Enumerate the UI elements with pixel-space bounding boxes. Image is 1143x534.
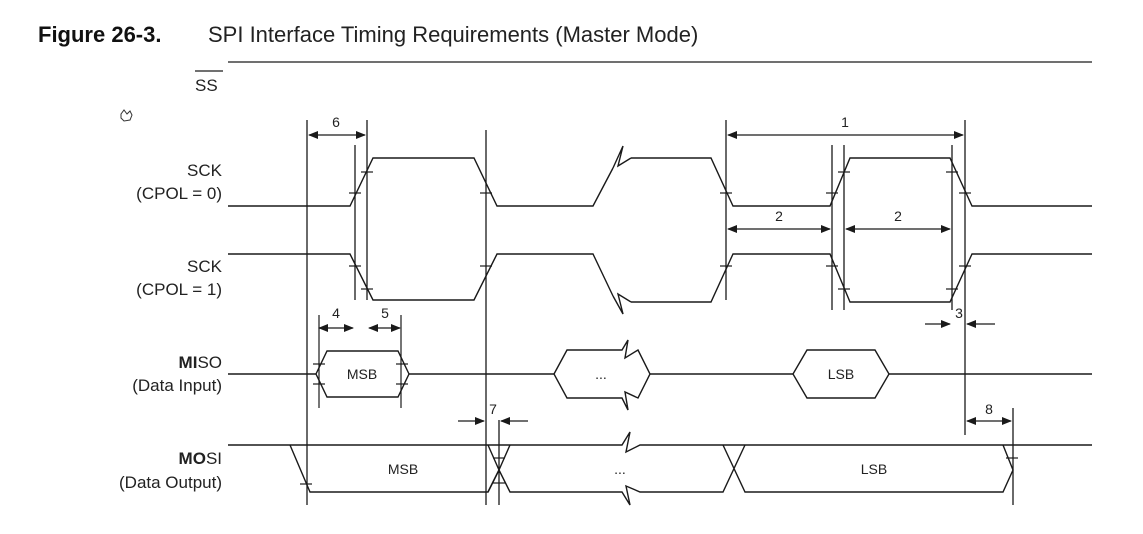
hand-cursor-icon — [120, 109, 133, 122]
sck-cpol1-break — [612, 292, 632, 315]
param-7-label: 7 — [489, 401, 497, 417]
param-2a-label: 2 — [775, 208, 783, 224]
mosi-name: MOSI — [179, 449, 222, 468]
miso-desc: (Data Input) — [132, 376, 222, 395]
miso-name-bold: MI — [179, 353, 198, 372]
mosi-desc: (Data Output) — [119, 473, 222, 492]
param-4-label: 4 — [332, 305, 340, 321]
miso-mid-label: ... — [595, 366, 607, 382]
param-6-label: 6 — [332, 114, 340, 130]
sck-cpol1-waveform — [228, 253, 1092, 303]
miso-name: MISO — [179, 353, 222, 372]
param-2b-label: 2 — [894, 208, 902, 224]
sck-cpol0-break — [612, 145, 632, 169]
miso-name-rest: SO — [197, 353, 222, 372]
mosi-waveform-top — [228, 431, 1092, 454]
sck-cpol0-mode: (CPOL = 0) — [136, 184, 222, 203]
sck-cpol1-mode: (CPOL = 1) — [136, 280, 222, 299]
sck-cpol0-waveform — [228, 157, 1092, 207]
sck-cpol1-name: SCK — [187, 257, 223, 276]
ss-label: SS — [195, 76, 218, 95]
mosi-ellipsis-cell — [487, 444, 1014, 506]
miso-lsb-label: LSB — [828, 366, 854, 382]
mosi-mid-label: ... — [614, 461, 626, 477]
mosi-name-bold: MO — [179, 449, 206, 468]
edge-tick-marks — [300, 171, 1018, 485]
param-5-label: 5 — [381, 305, 389, 321]
param-8-label: 8 — [985, 401, 993, 417]
param-1-label: 1 — [841, 114, 849, 130]
param-3-label: 3 — [955, 305, 963, 321]
figure-number: Figure 26-3. — [38, 22, 161, 47]
mosi-lsb-label: LSB — [861, 461, 887, 477]
mosi-name-rest: SI — [206, 449, 222, 468]
mosi-msb-label: MSB — [388, 461, 418, 477]
figure-title: SPI Interface Timing Requirements (Maste… — [208, 22, 698, 47]
sck-cpol0-name: SCK — [187, 161, 223, 180]
miso-msb-label: MSB — [347, 366, 377, 382]
